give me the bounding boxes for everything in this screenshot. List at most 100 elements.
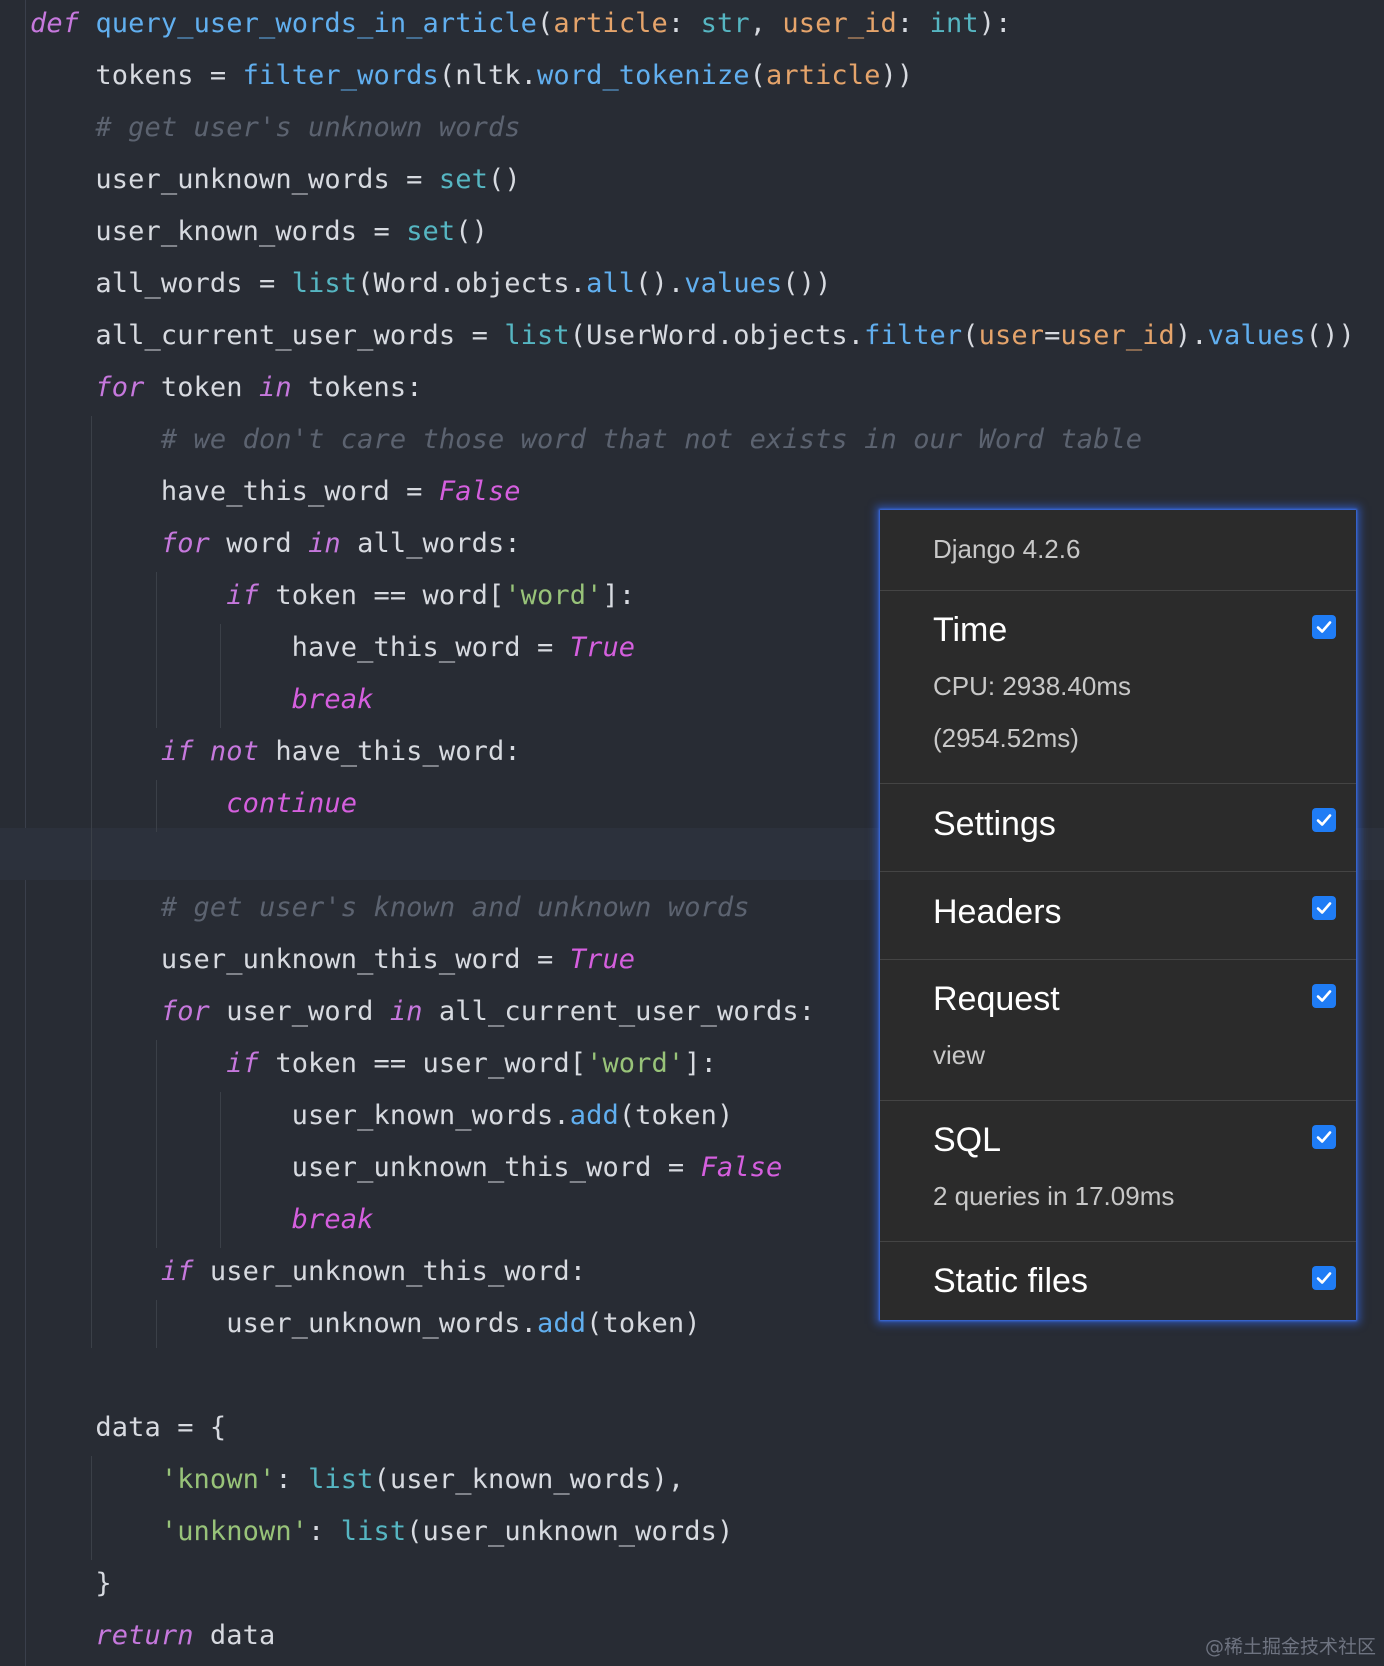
code-token: ( <box>962 320 979 351</box>
code-token: user_unknown_this_word: <box>193 1256 587 1287</box>
code-line[interactable]: if not have_this_word: <box>30 726 521 778</box>
code-token: list <box>340 1516 407 1547</box>
djdt-panel-time[interactable]: Time CPU: 2938.40ms (2954.52ms) <box>880 591 1356 784</box>
code-line[interactable]: for user_word in all_current_user_words: <box>30 986 815 1038</box>
code-line[interactable]: return data <box>30 1610 275 1662</box>
code-token: 'unknown' <box>30 1516 309 1547</box>
code-token: (user_known_words), <box>373 1464 685 1495</box>
code-token: ( <box>749 60 767 91</box>
djdt-total-time: (2954.52ms) <box>933 723 1079 753</box>
code-line[interactable]: user_known_words.add(token) <box>30 1090 734 1142</box>
djdt-panel-static-files[interactable]: Static files <box>880 1242 1356 1320</box>
code-token: (token) <box>586 1308 701 1339</box>
indent-guide <box>156 1040 157 1248</box>
watermark: @稀土掘金技术社区 <box>1204 1636 1376 1658</box>
code-token: continue <box>30 788 358 819</box>
code-line[interactable]: all_words = list(Word.objects.all().valu… <box>30 258 831 310</box>
check-icon <box>1316 990 1332 1002</box>
sql-panel-checkbox[interactable] <box>1312 1125 1336 1149</box>
code-token: # we don't care those word that not exis… <box>30 424 1143 455</box>
code-line[interactable]: if user_unknown_this_word: <box>30 1246 586 1298</box>
code-token: (Word.objects. <box>357 268 587 299</box>
code-line[interactable]: if token == user_word['word']: <box>30 1038 717 1090</box>
code-token: query_user_words_in_article <box>95 8 538 39</box>
code-token: () <box>487 164 521 195</box>
code-token: )) <box>880 60 914 91</box>
code-line[interactable]: have_this_word = True <box>30 622 635 674</box>
code-token: def <box>30 8 80 39</box>
code-token: ]: <box>602 580 636 611</box>
code-token: : <box>896 8 930 39</box>
code-line[interactable]: # get user's known and unknown words <box>30 882 750 934</box>
djdt-panel-sql[interactable]: SQL 2 queries in 17.09ms <box>880 1101 1356 1242</box>
code-token: # get user's unknown words <box>30 112 521 143</box>
code-line[interactable]: break <box>30 1194 374 1246</box>
code-token: True <box>569 944 636 975</box>
code-line[interactable]: # we don't care those word that not exis… <box>30 414 1142 466</box>
djdt-panel-settings[interactable]: Settings <box>880 784 1356 872</box>
code-token: (user_unknown_words) <box>406 1516 734 1547</box>
code-token: = <box>1044 320 1061 351</box>
code-line[interactable]: 'unknown': list(user_unknown_words) <box>30 1506 733 1558</box>
code-line[interactable]: continue <box>30 778 357 830</box>
code-token: : <box>667 8 701 39</box>
code-token: ): <box>978 8 1012 39</box>
settings-panel-checkbox[interactable] <box>1312 808 1336 832</box>
code-line[interactable]: if token == word['word']: <box>30 570 635 622</box>
code-token: token <box>144 372 259 403</box>
djdt-panel-title: Headers <box>933 893 1062 931</box>
code-line[interactable]: for token in tokens: <box>30 362 423 414</box>
code-token: values <box>1207 320 1306 351</box>
code-line[interactable]: user_unknown_this_word = False <box>30 1142 783 1194</box>
code-line[interactable]: tokens = filter_words(nltk.word_tokenize… <box>30 50 913 102</box>
code-token: (UserWord.objects. <box>569 320 865 351</box>
djdt-panel-request[interactable]: Request view <box>880 960 1356 1101</box>
code-token: all_words = <box>30 268 292 299</box>
djdt-panel-title: Settings <box>933 805 1056 843</box>
code-token: all_current_user_words: <box>422 996 816 1027</box>
code-line[interactable]: data = { <box>30 1402 226 1454</box>
code-line[interactable]: user_known_words = set() <box>30 206 488 258</box>
code-line[interactable]: def query_user_words_in_article(article:… <box>30 0 1011 50</box>
code-token: str <box>700 8 750 39</box>
code-token: 'word' <box>504 580 603 611</box>
code-token: 'word' <box>586 1048 685 1079</box>
time-panel-checkbox[interactable] <box>1312 615 1336 639</box>
djdt-panel-headers[interactable]: Headers <box>880 872 1356 960</box>
indent-guide <box>91 1456 92 1560</box>
code-token: word_tokenize <box>537 60 750 91</box>
request-panel-checkbox[interactable] <box>1312 984 1336 1008</box>
code-line[interactable]: for word in all_words: <box>30 518 521 570</box>
code-token: user_id <box>1060 320 1175 351</box>
code-token: ]: <box>684 1048 717 1079</box>
check-icon <box>1316 814 1332 826</box>
headers-panel-checkbox[interactable] <box>1312 896 1336 920</box>
code-token: : <box>308 1516 341 1547</box>
code-line[interactable]: user_unknown_words = set() <box>30 154 521 206</box>
code-token: tokens = <box>30 60 243 91</box>
code-token: values <box>684 268 783 299</box>
code-token: if <box>30 1256 194 1287</box>
code-line[interactable]: break <box>30 674 374 726</box>
code-token: # get user's known and unknown words <box>30 892 750 923</box>
code-token: if not <box>30 736 259 767</box>
djdt-cpu-time: CPU: 2938.40ms <box>933 671 1131 701</box>
check-icon <box>1316 902 1332 914</box>
code-line[interactable]: } <box>30 1558 112 1610</box>
code-token: list <box>291 268 358 299</box>
code-line[interactable]: 'known': list(user_known_words), <box>30 1454 684 1506</box>
check-icon <box>1316 1131 1332 1143</box>
code-token: word <box>209 528 309 559</box>
djdt-version-header: Django 4.2.6 <box>880 510 1356 591</box>
code-line[interactable]: user_unknown_words.add(token) <box>30 1298 701 1350</box>
code-token: set <box>438 164 488 195</box>
indent-guide <box>220 1092 221 1248</box>
indent-guide <box>91 416 92 1348</box>
code-token: ). <box>1174 320 1208 351</box>
code-line[interactable]: # get user's unknown words <box>30 102 521 154</box>
code-line[interactable]: all_current_user_words = list(UserWord.o… <box>30 310 1355 362</box>
code-line[interactable]: user_unknown_this_word = True <box>30 934 635 986</box>
static-files-panel-checkbox[interactable] <box>1312 1266 1336 1290</box>
code-token: () <box>455 216 488 247</box>
code-line[interactable]: have_this_word = False <box>30 466 521 518</box>
